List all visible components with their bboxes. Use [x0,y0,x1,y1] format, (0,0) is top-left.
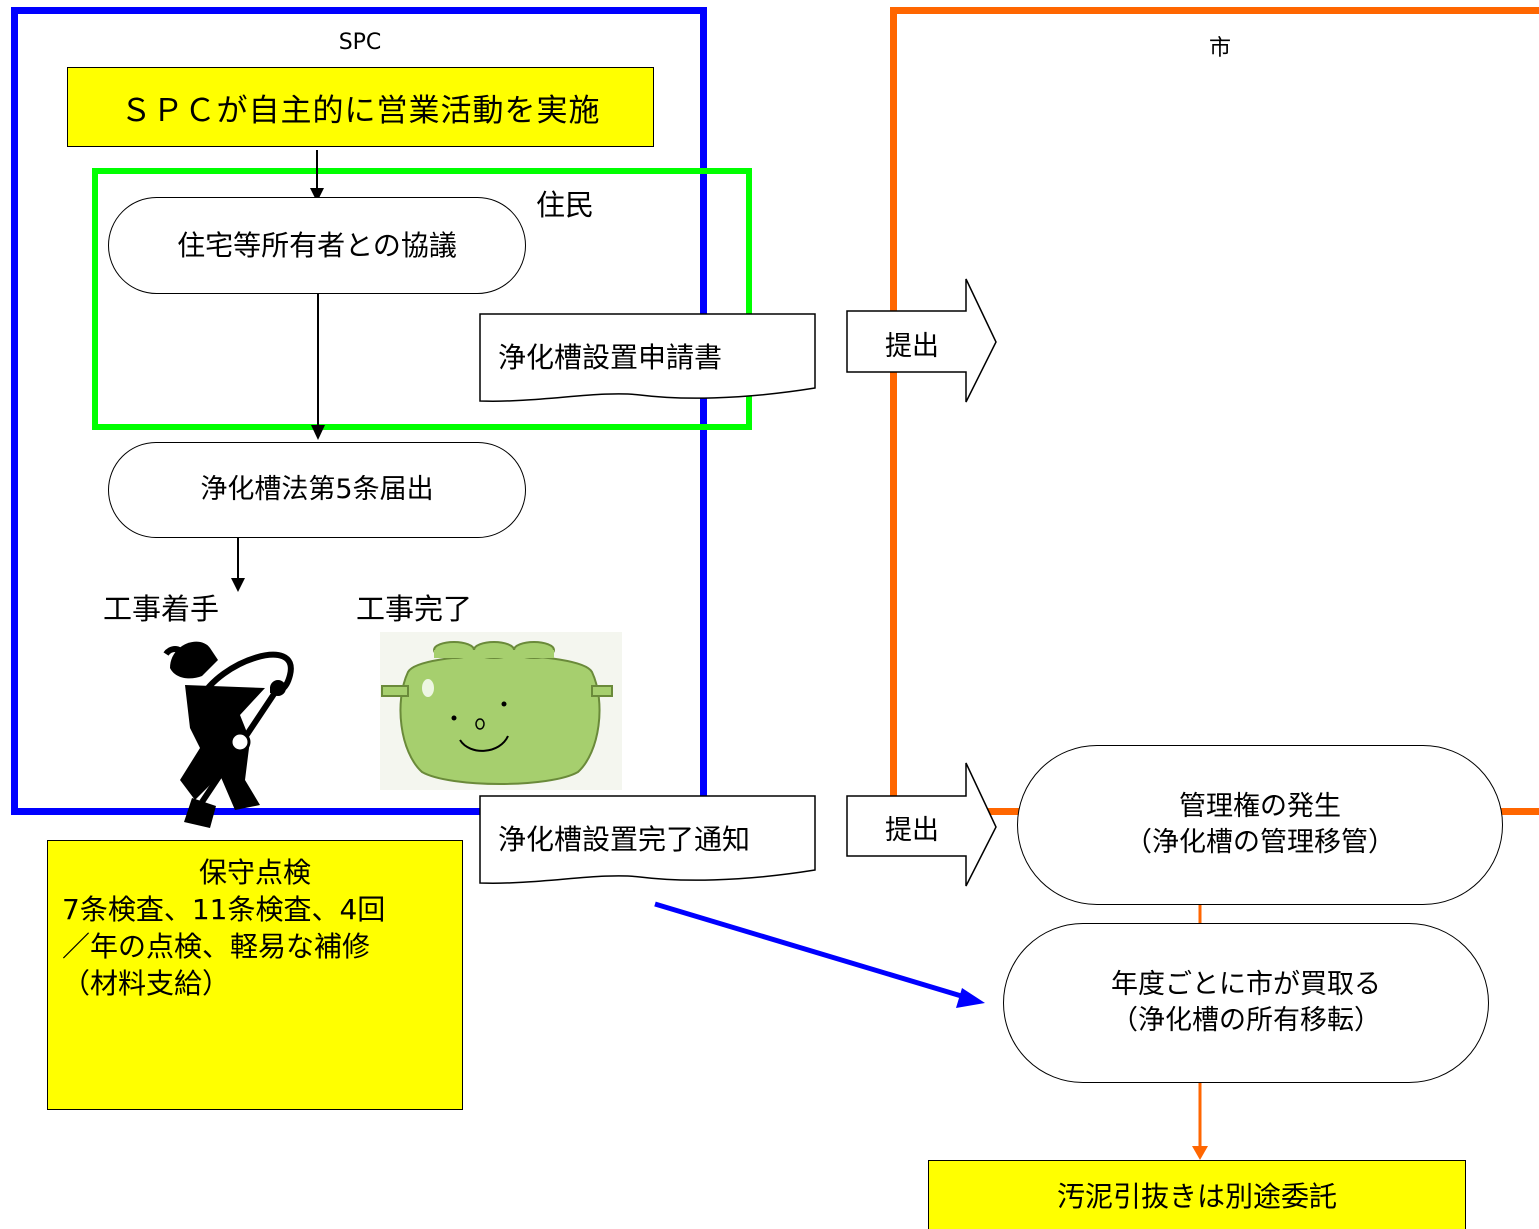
submit-label-1: 提出 [885,331,939,362]
connector-buyback [654,901,969,1001]
maintenance-box: 保守点検 7条検査、11条検査、4回 ／年の点検、軽易な補修 （材料支給） [47,840,463,1110]
arrowhead-icon [1192,1146,1208,1160]
resident-lane [92,168,752,430]
submit-arrow-2 [846,762,997,887]
maintenance-line-2: 7条検査、11条検査、4回 [62,892,386,926]
resident-lane-label: 住民 [536,188,595,222]
document-complete: 浄化槽設置完了通知 [480,796,815,876]
maintenance-title: 保守点検 [198,856,311,889]
management-line-1: 管理権の発生 [1179,790,1341,822]
document-complete-shape [479,795,816,884]
buyback-line-1: 年度ごとに市が買取る [1111,968,1381,1000]
consult-oval: 住宅等所有者との協議 [108,197,526,294]
end-work-label: 工事完了 [356,592,473,626]
document-apply-shape [479,313,816,402]
worker-digging-icon [163,641,294,828]
management-line-2: （浄化槽の管理移管） [1125,827,1395,858]
document-apply-label: 浄化槽設置申請書 [498,341,723,374]
city-lane-label: 市 [1208,36,1231,61]
sales-activity-label: ＳＰＣが自主的に営業活動を実施 [120,92,601,129]
septic-tank-icon [380,632,622,790]
spc-lane [11,7,707,815]
consult-label: 住宅等所有者との協議 [177,228,457,262]
start-work-label: 工事着手 [103,592,220,626]
notify5-label: 浄化槽法第5条届出 [200,473,434,505]
sales-activity-box: ＳＰＣが自主的に営業活動を実施 [67,67,654,147]
notify5-oval: 浄化槽法第5条届出 [108,442,526,538]
submit-label-2: 提出 [885,815,939,846]
management-oval: 管理権の発生 （浄化槽の管理移管） [1017,745,1503,905]
arrowhead-icon [311,425,325,440]
sludge-label: 汚泥引抜きは別途委託 [1056,1180,1337,1213]
sludge-box: 汚泥引抜きは別途委託 [928,1160,1466,1229]
document-apply: 浄化槽設置申請書 [480,314,815,394]
maintenance-line-4: （材料支給） [62,966,231,1000]
arrowhead-icon [956,988,985,1008]
arrowhead-icon [310,188,324,202]
document-complete-label: 浄化槽設置完了通知 [498,823,751,856]
spc-lane-label: SPC [338,30,382,55]
buyback-oval: 年度ごとに市が買取る （浄化槽の所有移転） [1003,923,1489,1083]
maintenance-line-3: ／年の点検、軽易な補修 [62,929,371,963]
buyback-line-2: （浄化槽の所有移転） [1111,1005,1381,1036]
arrowhead-icon [231,578,245,592]
submit-arrow-1 [846,278,997,403]
